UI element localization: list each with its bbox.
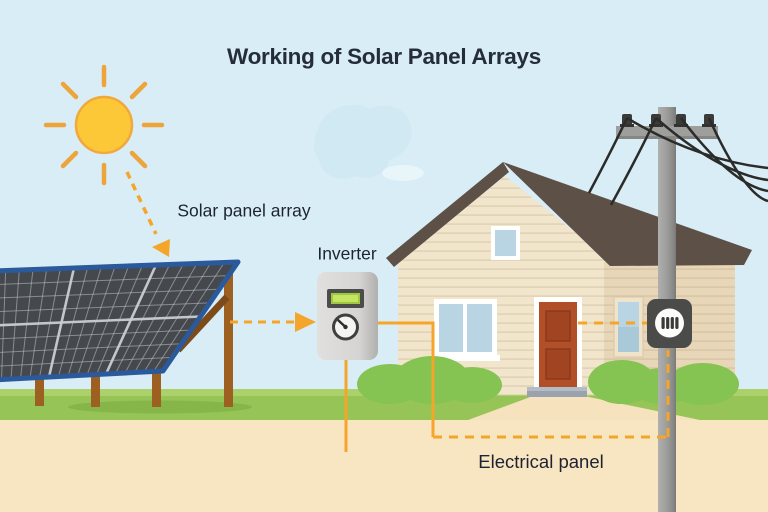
cloud bbox=[313, 104, 412, 179]
sun-icon bbox=[43, 64, 165, 186]
flow-arrowhead bbox=[295, 312, 316, 332]
power-flow-lines bbox=[230, 312, 670, 452]
label-inverter: Inverter bbox=[317, 243, 377, 264]
walkway bbox=[468, 396, 700, 420]
panel-frame bbox=[0, 259, 241, 383]
label-solar-panel-array: Solar panel array bbox=[177, 200, 311, 221]
solar-panel-array bbox=[0, 259, 241, 407]
sunlight-arrow bbox=[125, 171, 170, 257]
power-lines bbox=[587, 116, 768, 206]
cloud-small bbox=[382, 165, 424, 181]
inverter-device bbox=[317, 272, 378, 360]
label-electrical-panel: Electrical panel bbox=[478, 451, 604, 472]
electric-meter bbox=[647, 299, 692, 348]
sand-ground bbox=[0, 420, 768, 512]
door-steps bbox=[527, 387, 587, 397]
bushes bbox=[357, 356, 739, 405]
roof bbox=[503, 162, 752, 266]
page-title: Working of Solar Panel Arrays bbox=[227, 44, 541, 69]
